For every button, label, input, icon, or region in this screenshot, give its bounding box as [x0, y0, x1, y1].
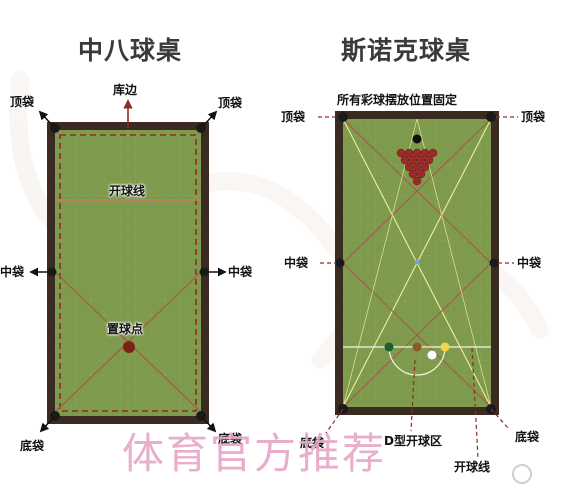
- d-zone-label: D型开球区: [384, 434, 442, 448]
- left-pocket-mid-left-label: 中袋: [0, 265, 25, 279]
- left-pocket-top-right-label: 顶袋: [218, 96, 243, 110]
- left-rail-label: 库边: [113, 83, 138, 97]
- left-spot-marker: [123, 341, 135, 353]
- right-pocket-bottom-right-label: 底袋: [515, 430, 540, 444]
- right-break-line-label: 开球线: [454, 460, 491, 474]
- black-ball: [412, 134, 422, 144]
- yellow-ball: [440, 342, 450, 352]
- watermark-text: 体育官方推荐: [122, 429, 387, 478]
- blue-spot: [414, 259, 420, 265]
- d-zone-arc: [388, 346, 446, 376]
- right-pocket-bottom-left-label: 底袋: [300, 436, 325, 450]
- left-pocket-mid-left: [47, 267, 57, 277]
- right-pocket-top-left-label: 顶袋: [281, 110, 306, 124]
- green-ball: [384, 342, 394, 352]
- left-pocket-bottom-left-label: 底袋: [20, 439, 45, 453]
- right-pocket-mid-left-label: 中袋: [284, 256, 309, 270]
- right-pocket-top-right-label: 顶袋: [521, 110, 546, 124]
- left-break-line-label: 开球线: [109, 184, 146, 198]
- right-title: 斯诺克球桌: [341, 36, 472, 65]
- red-balls-triangle: [396, 148, 438, 186]
- left-pocket-top-left-label: 顶袋: [10, 95, 35, 109]
- snooker-table: [318, 111, 518, 459]
- left-cushion-outline: [59, 134, 197, 412]
- left-spot-label: 置球点: [107, 322, 144, 336]
- eight-ball-table: [29, 99, 227, 433]
- left-pocket-mid-right-label: 中袋: [228, 265, 253, 279]
- fixed-positions-label: 所有彩球摆放位置固定: [337, 93, 458, 107]
- brown-ball: [412, 342, 422, 352]
- cue-ball: [427, 350, 437, 360]
- left-title: 中八球桌: [78, 36, 183, 65]
- right-pocket-mid-right-label: 中袋: [517, 256, 542, 270]
- left-pocket-bottom-right-label: 底袋: [218, 432, 243, 446]
- watermark-circle-icon: [512, 464, 532, 484]
- left-pocket-mid-right: [199, 267, 209, 277]
